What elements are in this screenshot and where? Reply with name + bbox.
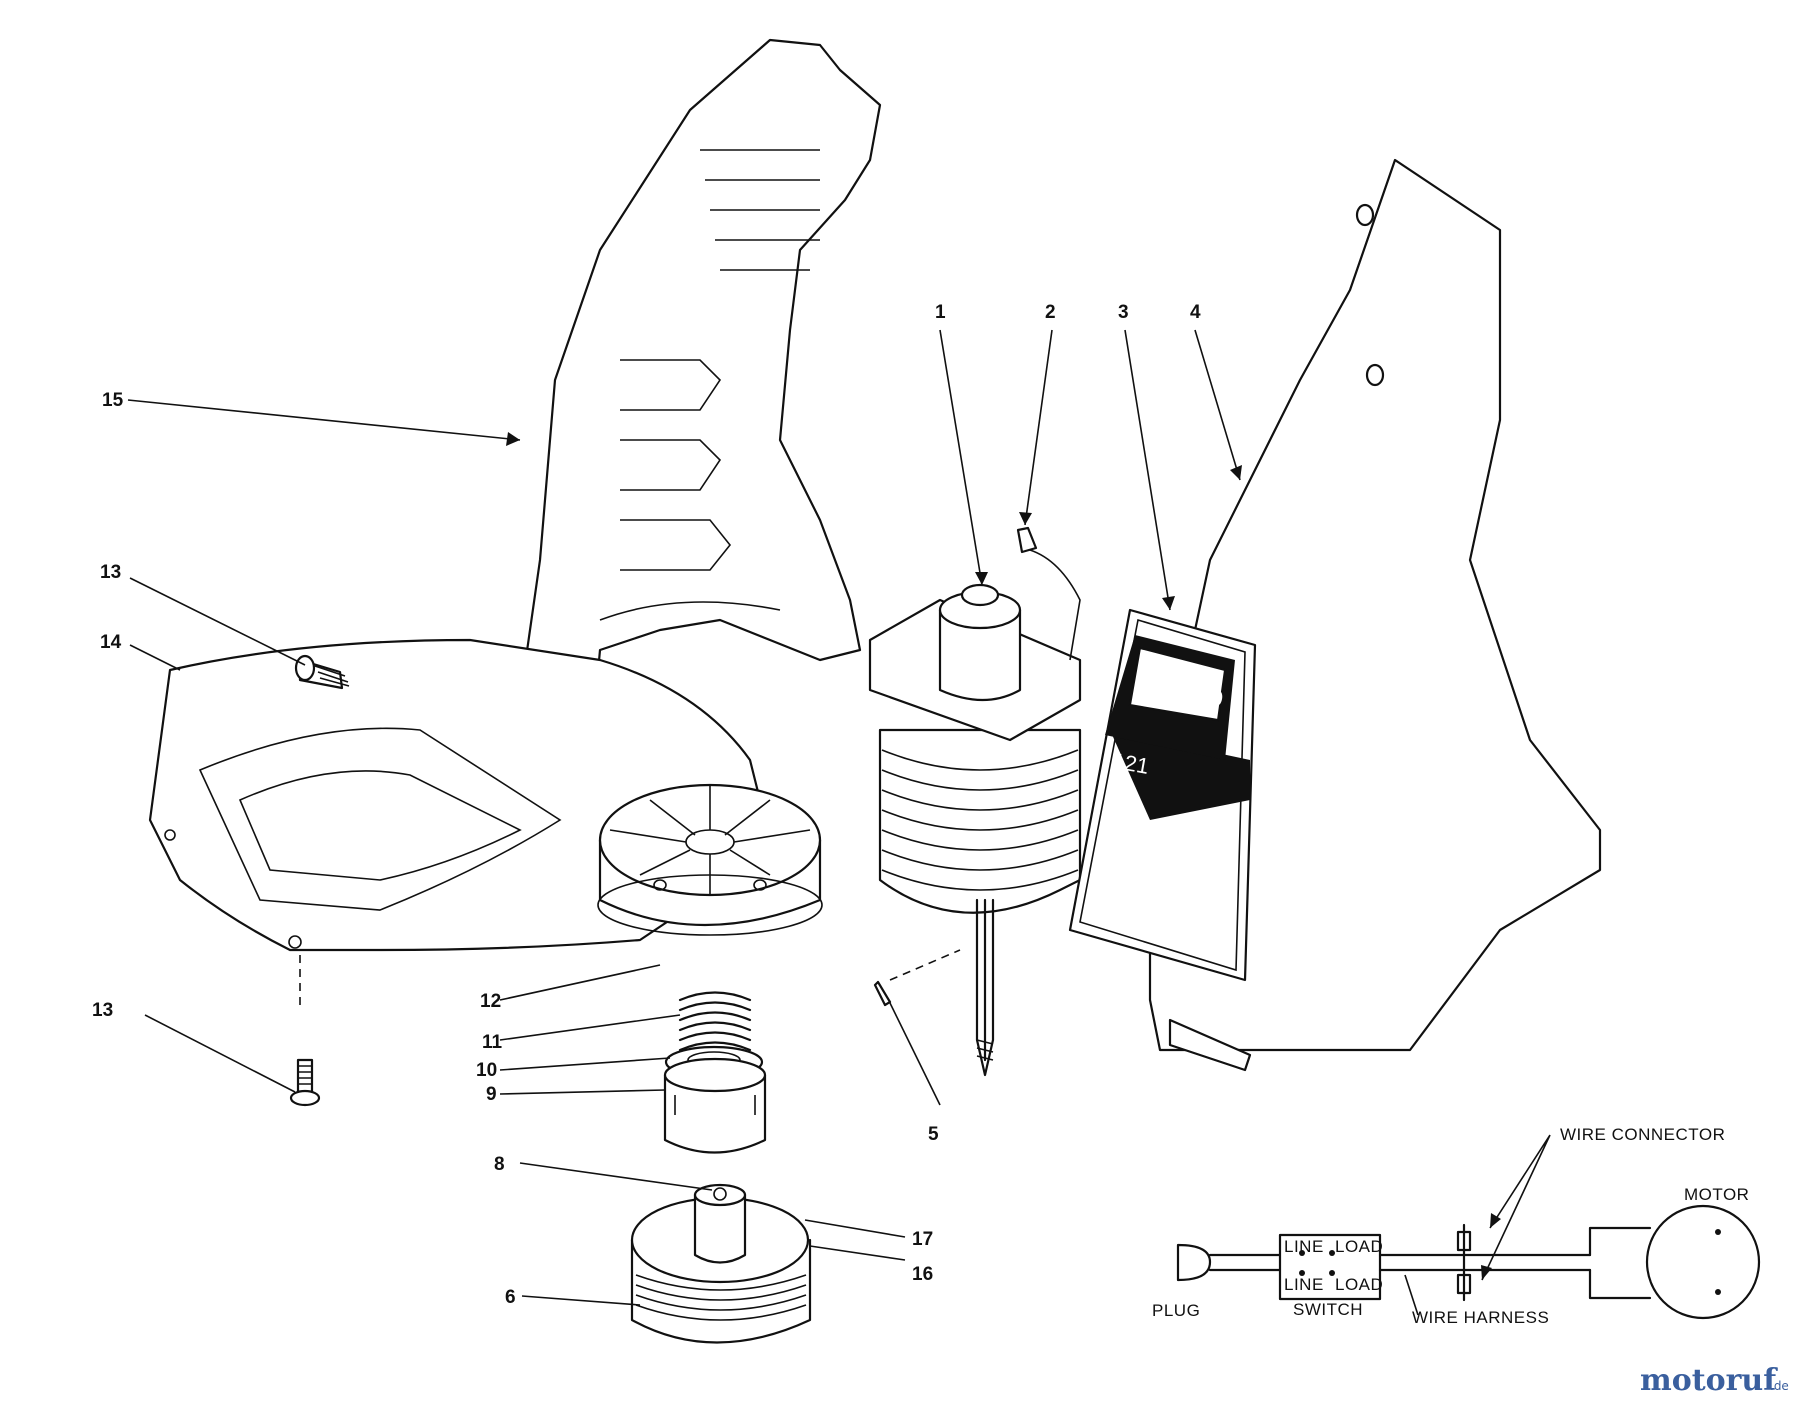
plug-symbol xyxy=(1176,1243,1212,1282)
callout-labels: 1 2 3 4 5 6 8 9 10 11 12 13 13 14 15 16 … xyxy=(92,302,1201,1308)
watermark-name: motoruf xyxy=(1640,1363,1778,1398)
spool-hub-part xyxy=(693,1183,747,1264)
motor-part xyxy=(868,583,1082,1077)
spring-part xyxy=(678,991,752,1052)
callout-2: 2 xyxy=(1045,302,1056,323)
callout-4: 4 xyxy=(1190,302,1201,323)
callout-17: 17 xyxy=(912,1229,933,1250)
switch-label: SWITCH xyxy=(1293,1300,1363,1319)
switch-load-label-1: LOAD xyxy=(1335,1237,1383,1256)
decal-part xyxy=(1068,608,1257,982)
callout-3: 3 xyxy=(1118,302,1129,323)
callout-10: 10 xyxy=(476,1060,497,1081)
callout-14: 14 xyxy=(100,632,122,653)
callout-16: 16 xyxy=(912,1264,933,1285)
spool-cup-part xyxy=(663,1057,767,1154)
wire-connector-symbol xyxy=(1456,1223,1472,1302)
motor-symbol xyxy=(1645,1204,1761,1320)
switch-box xyxy=(1278,1233,1382,1301)
callout-5: 5 xyxy=(928,1124,939,1145)
watermark-logo: motoruf .de xyxy=(1640,1363,1789,1398)
callout-1: 1 xyxy=(935,302,946,323)
plug-label: PLUG xyxy=(1152,1301,1200,1320)
motor-label: MOTOR xyxy=(1684,1185,1749,1204)
callout-15: 15 xyxy=(102,390,124,411)
watermark-suffix: .de xyxy=(1770,1379,1789,1393)
callout-13-lower: 13 xyxy=(92,1000,113,1021)
callout-9: 9 xyxy=(486,1084,497,1105)
switch-line-label-2: LINE xyxy=(1284,1275,1324,1294)
wiring-schematic: PLUG LINE LOAD LINE LOAD SWITCH WIRE HAR… xyxy=(1152,1125,1761,1327)
callout-8: 8 xyxy=(494,1154,505,1175)
wire-harness-label: WIRE HARNESS xyxy=(1412,1308,1549,1327)
fan-part xyxy=(597,783,823,936)
callout-11: 11 xyxy=(482,1032,503,1053)
callout-13-upper: 13 xyxy=(100,562,121,583)
switch-line-label-1: LINE xyxy=(1284,1237,1324,1256)
callout-6: 6 xyxy=(505,1287,516,1308)
callout-12: 12 xyxy=(480,991,501,1012)
leader-arrowheads xyxy=(506,432,1242,610)
wire-connector-label: WIRE CONNECTOR xyxy=(1560,1125,1725,1144)
pin-part xyxy=(873,949,961,1007)
leader-lines xyxy=(127,329,1241,1306)
wire-nut-part xyxy=(1016,526,1081,661)
switch-load-label-2: LOAD xyxy=(1335,1275,1383,1294)
screw-lower-part xyxy=(289,1058,321,1107)
right-housing-part xyxy=(1148,158,1602,1072)
